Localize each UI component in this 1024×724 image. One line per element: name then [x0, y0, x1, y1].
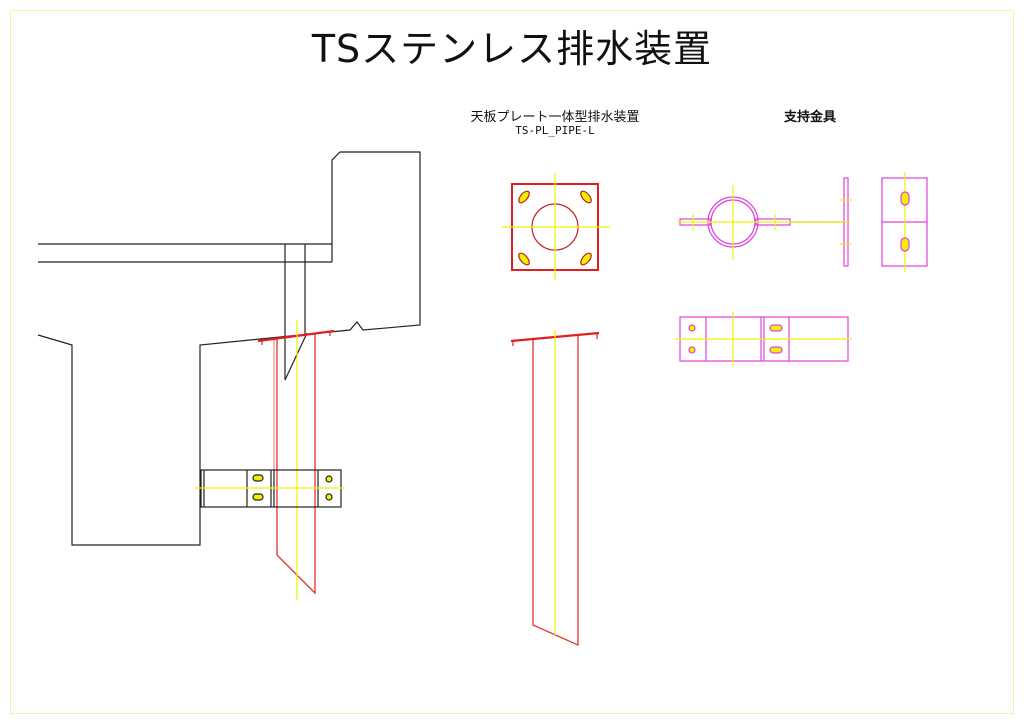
plate-slot-holes — [518, 190, 592, 266]
bracket-side-view — [881, 172, 928, 272]
drawing-title: TSステンレス排水装置 — [311, 27, 713, 71]
section-bolt-holes — [252, 474, 333, 501]
section-structure — [37, 151, 421, 546]
product-name-label: 天板プレート一体型排水装置 — [470, 110, 640, 125]
bracket-plan — [677, 177, 852, 267]
bracket-label: 支持金具 — [783, 110, 836, 125]
section-drain-pipe — [257, 329, 335, 595]
drain-unit-elevation — [510, 330, 600, 646]
sheet-border — [10, 10, 1014, 714]
bracket-elevation — [675, 312, 852, 366]
product-model-label: TS-PL_PIPE-L — [515, 124, 595, 137]
top-plate-plan — [502, 173, 610, 280]
